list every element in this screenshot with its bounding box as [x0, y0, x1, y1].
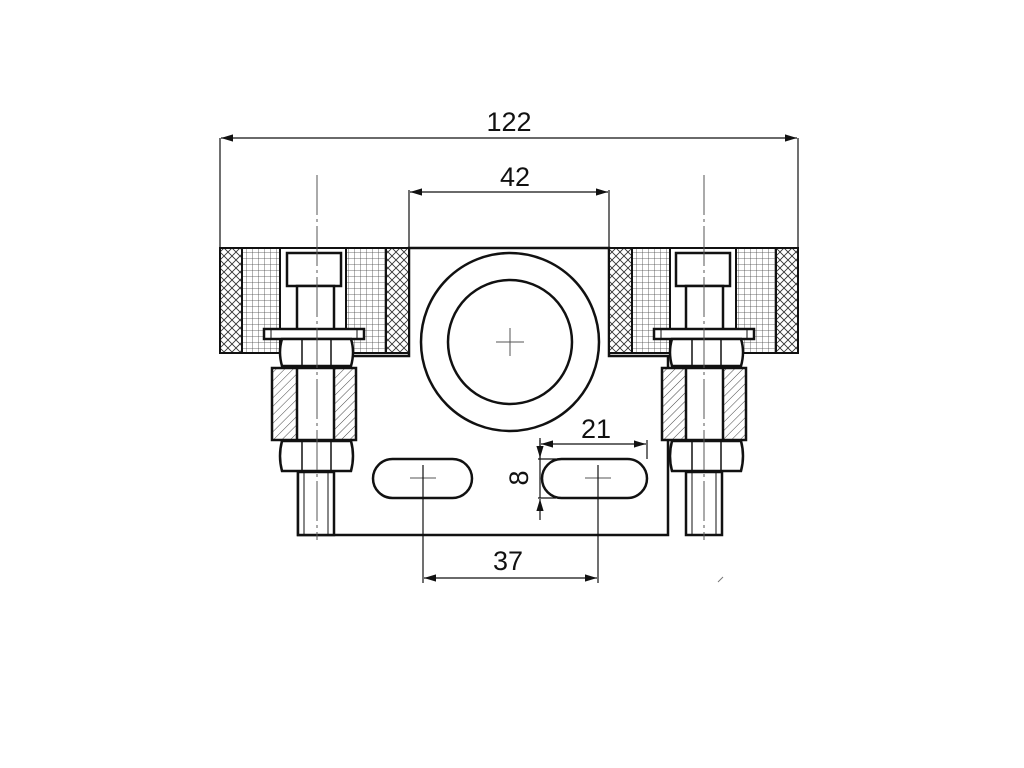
dimension-center-width-label: 42	[500, 162, 530, 192]
dimension-slot-length-label: 21	[581, 414, 611, 444]
dimension-center-width	[408, 188, 610, 248]
dimension-overall-width-label: 122	[486, 107, 531, 137]
left-spacer	[270, 366, 358, 442]
dimension-slot-width	[536, 438, 556, 520]
right-nut-lower	[668, 439, 745, 473]
stray-mark	[717, 576, 724, 583]
center-mark	[496, 328, 524, 356]
dimension-slot-pitch	[422, 465, 599, 583]
right-roller-assembly	[608, 175, 799, 540]
mounting-slot-right	[540, 457, 649, 500]
left-shaft-upper	[295, 284, 336, 332]
dimension-slot-pitch-label: 37	[493, 546, 523, 576]
left-washer	[262, 327, 366, 341]
left-wheel	[219, 247, 410, 354]
left-roller-assembly	[219, 175, 410, 540]
right-bolt-head	[674, 251, 732, 288]
left-bolt-head	[285, 251, 343, 288]
dimension-overall-width	[219, 134, 799, 248]
left-stud	[296, 470, 336, 537]
right-nut-upper	[668, 337, 745, 368]
dimension-slot-width-label: 8	[504, 470, 534, 485]
